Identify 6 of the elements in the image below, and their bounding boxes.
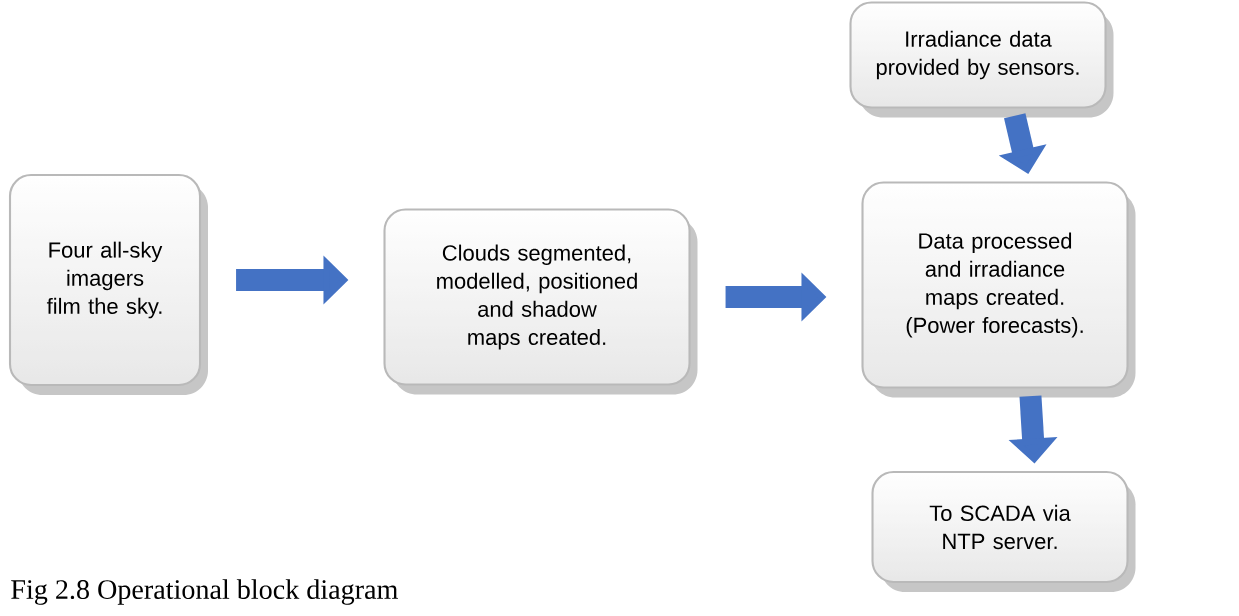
process-box: Data processed and irradiance maps created. (Power forecasts). xyxy=(861,181,1136,398)
process-box: Four all-sky imagers film the sky. xyxy=(8,173,208,395)
caption: Fig 2.8 Operational block diagram xyxy=(11,579,398,605)
process-box: To SCADA via NTP server. xyxy=(871,470,1136,592)
process-box: Irradiance data provided by sensors. xyxy=(849,1,1114,118)
process-box: Clouds segmented, modelled, positioned and shadow maps created. xyxy=(383,208,698,395)
